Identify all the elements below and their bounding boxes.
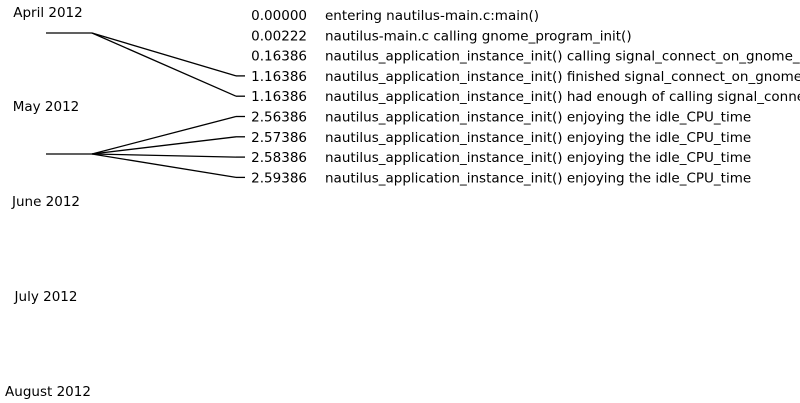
entry-message: nautilus_application_instance_init() enj… [325,130,751,146]
log-entry-row: 2.57386 nautilus_application_instance_ini… [251,130,751,146]
month-label-august: August 2012 [5,384,91,400]
entry-message: nautilus_application_instance_init() enj… [325,170,751,186]
entry-timestamp: 0.00222 [251,28,307,44]
log-entry-row: 0.00000 entering nautilus-main.c:main() [251,8,539,24]
entry-message: nautilus_application_instance_init() enj… [325,150,751,166]
entry-timestamp: 0.16386 [251,49,307,65]
entry-timestamp: 1.16386 [251,89,307,105]
entry-message: entering nautilus-main.c:main() [325,8,539,24]
month-label-july: July 2012 [14,289,78,305]
entry-connector-line [91,153,237,158]
entry-message: nautilus_application_instance_init() had… [325,89,800,105]
entry-connector-line [91,115,237,155]
entry-timestamp: 2.58386 [251,150,307,166]
entry-message: nautilus-main.c calling gnome_program_in… [325,28,632,44]
entry-connector-line [91,136,237,155]
entry-timestamp: 1.16386 [251,69,307,85]
entry-message: nautilus_application_instance_init() fin… [325,69,800,85]
entry-connector-line [91,153,237,179]
entry-timestamp: 2.59386 [251,170,307,186]
entry-timestamp: 2.56386 [251,110,307,126]
entry-timestamp: 2.57386 [251,130,307,146]
log-entry-row: 1.16386 nautilus_application_instance_ini… [251,69,800,85]
entry-message: nautilus_application_instance_init() cal… [325,49,800,65]
entry-message: nautilus_application_instance_init() enj… [325,110,751,126]
log-entry-row: 2.58386 nautilus_application_instance_ini… [251,150,751,166]
month-label-may: May 2012 [13,99,80,115]
timeline-connectors [46,32,245,179]
month-label-april: April 2012 [13,5,83,21]
log-entry-row: 2.59386 nautilus_application_instance_ini… [251,170,751,186]
entry-connector-line [91,32,237,97]
entry-timestamp: 0.00000 [251,8,307,24]
entry-connector-line [91,32,237,77]
month-label-june: June 2012 [11,194,80,210]
log-entry-row: 0.00222 nautilus-main.c calling gnome_pro… [251,28,631,44]
log-entry-row: 0.16386 nautilus_application_instance_ini… [251,49,800,65]
log-entry-row: 2.56386 nautilus_application_instance_ini… [251,110,751,126]
log-entry-row: 1.16386 nautilus_application_instance_ini… [251,89,800,105]
